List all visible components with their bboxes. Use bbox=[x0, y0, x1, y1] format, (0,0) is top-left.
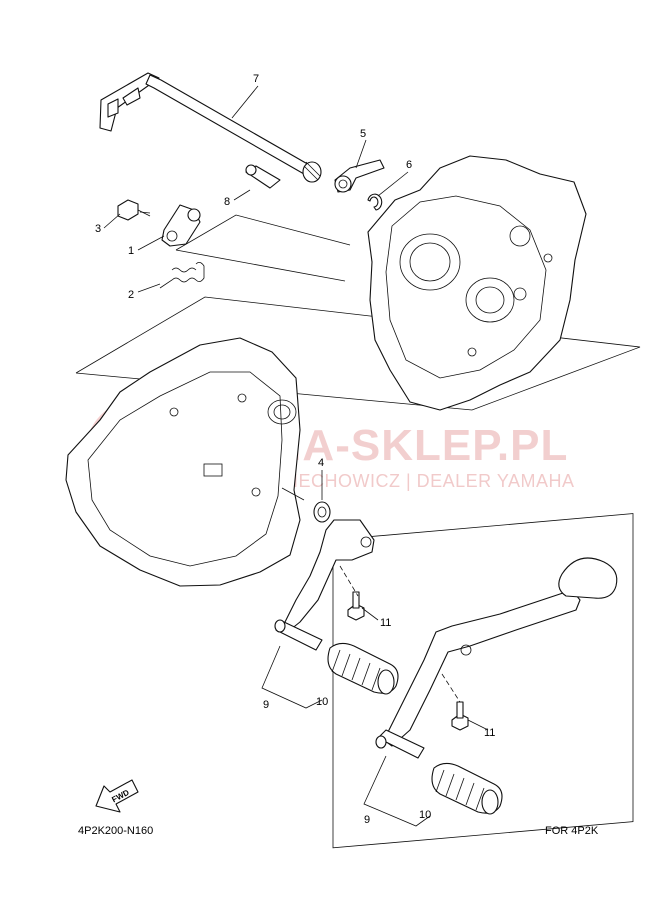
diagram-code: 4P2K200-N160 bbox=[78, 825, 153, 837]
callout-11-4p2k: 11 bbox=[484, 727, 495, 739]
callout-8: 8 bbox=[224, 196, 230, 208]
callout-9-4p2k: 9 bbox=[364, 814, 370, 826]
callout-10-standard: 10 bbox=[316, 696, 328, 708]
pedal-bolt-4p2k bbox=[451, 701, 469, 731]
callout-3: 3 bbox=[95, 223, 101, 235]
leader-lines bbox=[103, 85, 489, 827]
assembly-frames bbox=[75, 214, 641, 849]
callout-5: 5 bbox=[360, 128, 366, 140]
callout-4: 4 bbox=[318, 457, 324, 469]
torsion-spring bbox=[159, 262, 205, 289]
callouts: 7 5 6 8 3 1 2 4 11 9 10 11 9 10 bbox=[95, 73, 495, 826]
oil-seal bbox=[313, 501, 331, 523]
callout-1: 1 bbox=[128, 245, 134, 257]
pedal-bolt bbox=[347, 591, 365, 621]
crankcase-right bbox=[367, 155, 587, 411]
pedal-rubber bbox=[327, 642, 399, 695]
return-spring bbox=[334, 159, 385, 193]
callout-11-standard: 11 bbox=[380, 617, 391, 629]
circlip bbox=[367, 193, 383, 211]
callout-2: 2 bbox=[128, 289, 134, 301]
fwd-arrow-icon: FWD bbox=[95, 779, 139, 813]
variant-label: FOR 4P2K bbox=[545, 825, 599, 837]
shift-shaft bbox=[99, 72, 322, 183]
stopper-bolt bbox=[117, 199, 151, 221]
callout-9-standard: 9 bbox=[263, 699, 269, 711]
callout-7: 7 bbox=[253, 73, 259, 85]
shift-pedal-4p2k bbox=[375, 557, 618, 759]
callout-6: 6 bbox=[406, 159, 412, 171]
stopper-lever bbox=[161, 204, 201, 247]
callout-10-4p2k: 10 bbox=[419, 809, 431, 821]
pedal-rubber-4p2k bbox=[431, 762, 503, 815]
shift-pedal bbox=[274, 519, 375, 651]
crankcase-left bbox=[65, 337, 305, 587]
pin bbox=[245, 164, 281, 189]
